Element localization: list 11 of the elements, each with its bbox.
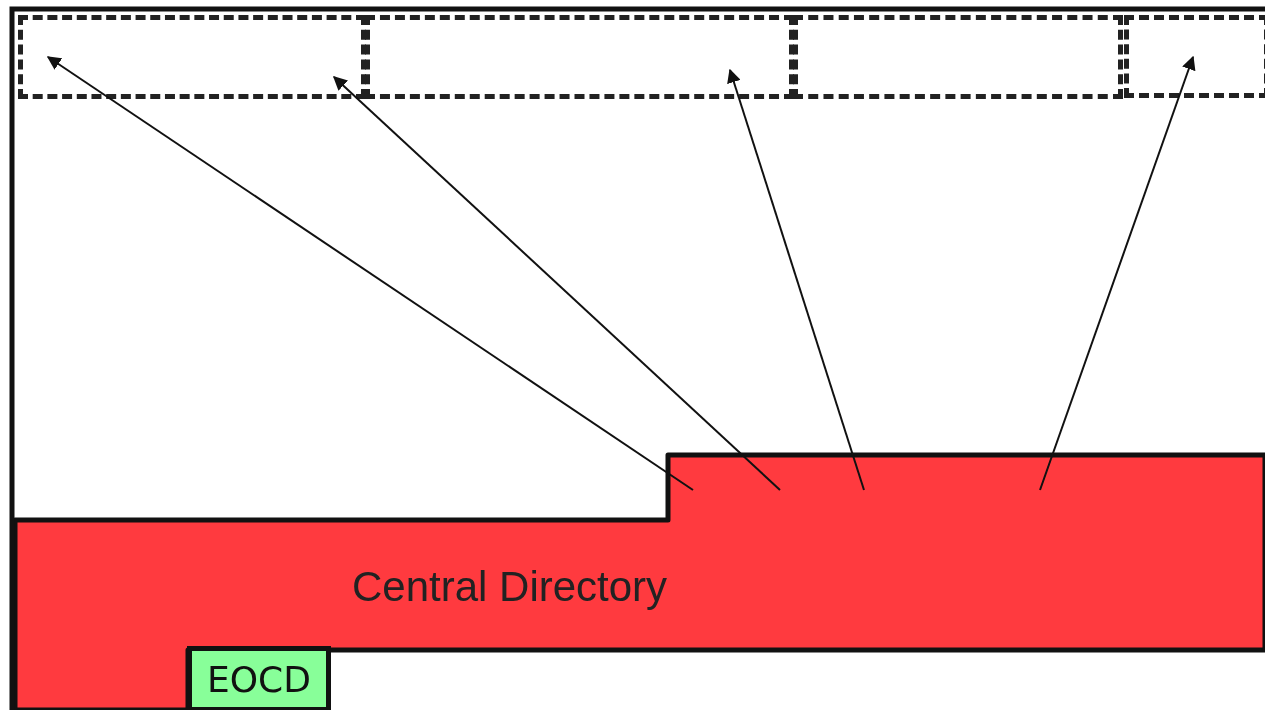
- region-label: Central Directory: [352, 563, 668, 611]
- arrow: [46, 56, 694, 491]
- arrow: [1039, 55, 1196, 491]
- arrow: [727, 68, 865, 491]
- arrow: [332, 76, 781, 491]
- box-label: EOCD: [207, 658, 311, 700]
- eocd-box: [187, 646, 331, 710]
- dashed-box: [793, 15, 1123, 99]
- dashed-box: [1124, 15, 1265, 98]
- dashed-box: [18, 15, 366, 99]
- dashed-box: [365, 15, 794, 99]
